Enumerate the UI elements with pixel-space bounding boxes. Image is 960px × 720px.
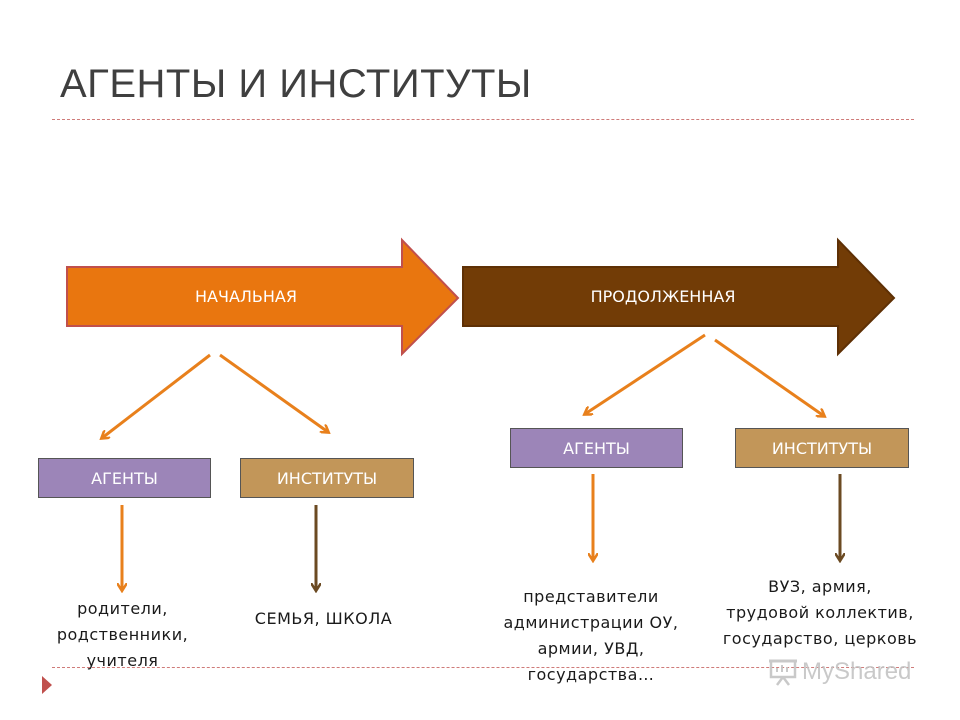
watermark-text: MyShared xyxy=(802,658,912,685)
bullet-marker xyxy=(42,676,52,694)
right-agents-box: АГЕНТЫ xyxy=(510,428,683,468)
footer-divider xyxy=(52,667,914,668)
stage-arrow-initial xyxy=(66,237,460,357)
slide-title: АГЕНТЫ И ИНСТИТУТЫ xyxy=(60,62,532,106)
right-agents-text: представители администрации ОУ, армии, У… xyxy=(503,587,679,684)
stage-label-initial: НАЧАЛЬНАЯ xyxy=(195,287,297,306)
left-agents-text: родители, родственники, учителя xyxy=(56,599,189,670)
branch-arrow-right-institutes xyxy=(714,338,824,416)
presentation-icon xyxy=(769,659,797,686)
stage-label-continued: ПРОДОЛЖЕННАЯ xyxy=(590,287,736,306)
left-institutes-box: ИНСТИТУТЫ xyxy=(240,458,414,498)
right-institutes-text: ВУЗ, армия, трудовой коллектив, государс… xyxy=(722,577,918,648)
left-institutes-text: СЕМЬЯ, ШКОЛА xyxy=(254,609,393,628)
left-agents-box: АГЕНТЫ xyxy=(38,458,211,498)
branch-arrow-left-agents xyxy=(102,353,211,438)
watermark-logo: MyShared xyxy=(768,658,911,686)
branch-arrow-right-agents xyxy=(585,333,706,414)
right-institutes-box: ИНСТИТУТЫ xyxy=(735,428,909,468)
branch-arrow-left-institutes xyxy=(219,353,328,432)
stage-arrow-continued xyxy=(462,237,896,357)
title-divider xyxy=(52,119,914,120)
